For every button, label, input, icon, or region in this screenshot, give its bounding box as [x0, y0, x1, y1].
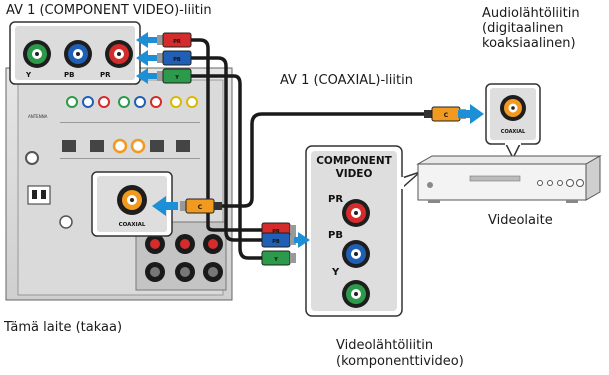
receiver-jack-y-label: Y	[25, 71, 32, 79]
source-jack-pb	[342, 240, 370, 268]
coaxial-cable	[218, 112, 434, 208]
plug-coax-receiver: C	[180, 198, 222, 214]
video-device	[416, 155, 602, 203]
video-device-caption: Videolaite	[488, 213, 553, 228]
svg-text:PB: PB	[173, 57, 181, 63]
source-jack-pr	[342, 199, 370, 227]
antenna-label: ANTENNA	[28, 114, 48, 119]
component-panel-pr-label: PR	[328, 194, 343, 205]
component-panel-y-label: Y	[331, 267, 340, 278]
receiver-side-plugs: PR PB Y	[157, 32, 192, 84]
source-coaxial-zoom: COAXIAL	[485, 83, 541, 159]
this-unit-caption: Tämä laite (takaa)	[4, 320, 123, 335]
receiver-digital-row	[60, 122, 200, 159]
av1-component-caption: AV 1 (COMPONENT VIDEO)-liitin	[6, 3, 212, 18]
receiver-jack-pb	[64, 40, 92, 68]
arrow-left-icon	[152, 196, 178, 216]
svg-text:PR: PR	[272, 229, 280, 235]
audio-source-caption-1: Audiolähtöliitin	[482, 6, 580, 21]
receiver-left-controls: ANTENNA	[25, 114, 73, 229]
arrow-right-icon	[294, 232, 310, 248]
arrow-left-icon	[136, 32, 157, 84]
receiver-jack-pr-label: PR	[100, 71, 111, 79]
component-cables	[188, 38, 264, 260]
receiver-component-jacks-zoom: Y PB PR	[9, 21, 141, 85]
component-panel-title-2: VIDEO	[336, 168, 373, 180]
svg-text:Y: Y	[273, 257, 278, 263]
svg-text:C: C	[444, 112, 449, 119]
plug-pr-receiver: PR	[157, 32, 192, 48]
video-output-caption-1: Videolähtöliitin	[336, 338, 434, 353]
svg-text:PR: PR	[173, 39, 181, 45]
receiver-jack-pb-label: PB	[64, 71, 74, 79]
plug-pb-source: PB	[261, 232, 296, 248]
receiver-jack-y	[23, 40, 51, 68]
receiver-coaxial-zoom: COAXIAL	[91, 171, 173, 237]
svg-text:PB: PB	[272, 239, 280, 245]
svg-text:Y: Y	[174, 75, 179, 81]
receiver-coaxial-label: COAXIAL	[119, 222, 146, 228]
audio-source-caption-2: (digitaalinen	[482, 21, 564, 36]
source-jack-y	[342, 280, 370, 308]
component-video-panel: COMPONENT VIDEO PR PB Y	[305, 145, 421, 317]
component-panel-pb-label: PB	[328, 230, 343, 241]
receiver-jack-row	[66, 96, 198, 108]
av1-coaxial-caption: AV 1 (COAXIAL)-liitin	[280, 73, 413, 88]
source-coaxial-label: COAXIAL	[501, 129, 526, 135]
plug-y-receiver: Y	[157, 68, 192, 84]
svg-text:C: C	[198, 204, 203, 211]
source-side-plugs: PR PB Y	[261, 222, 296, 266]
arrow-right-icon	[458, 104, 484, 124]
plug-pb-receiver: PB	[157, 50, 192, 66]
plug-y-source: Y	[261, 250, 296, 266]
component-panel-title-1: COMPONENT	[316, 155, 392, 167]
video-output-caption-2: (komponenttivideo)	[336, 354, 464, 369]
audio-source-caption-3: koaksiaalinen)	[482, 36, 576, 51]
receiver-jack-pr	[105, 40, 133, 68]
